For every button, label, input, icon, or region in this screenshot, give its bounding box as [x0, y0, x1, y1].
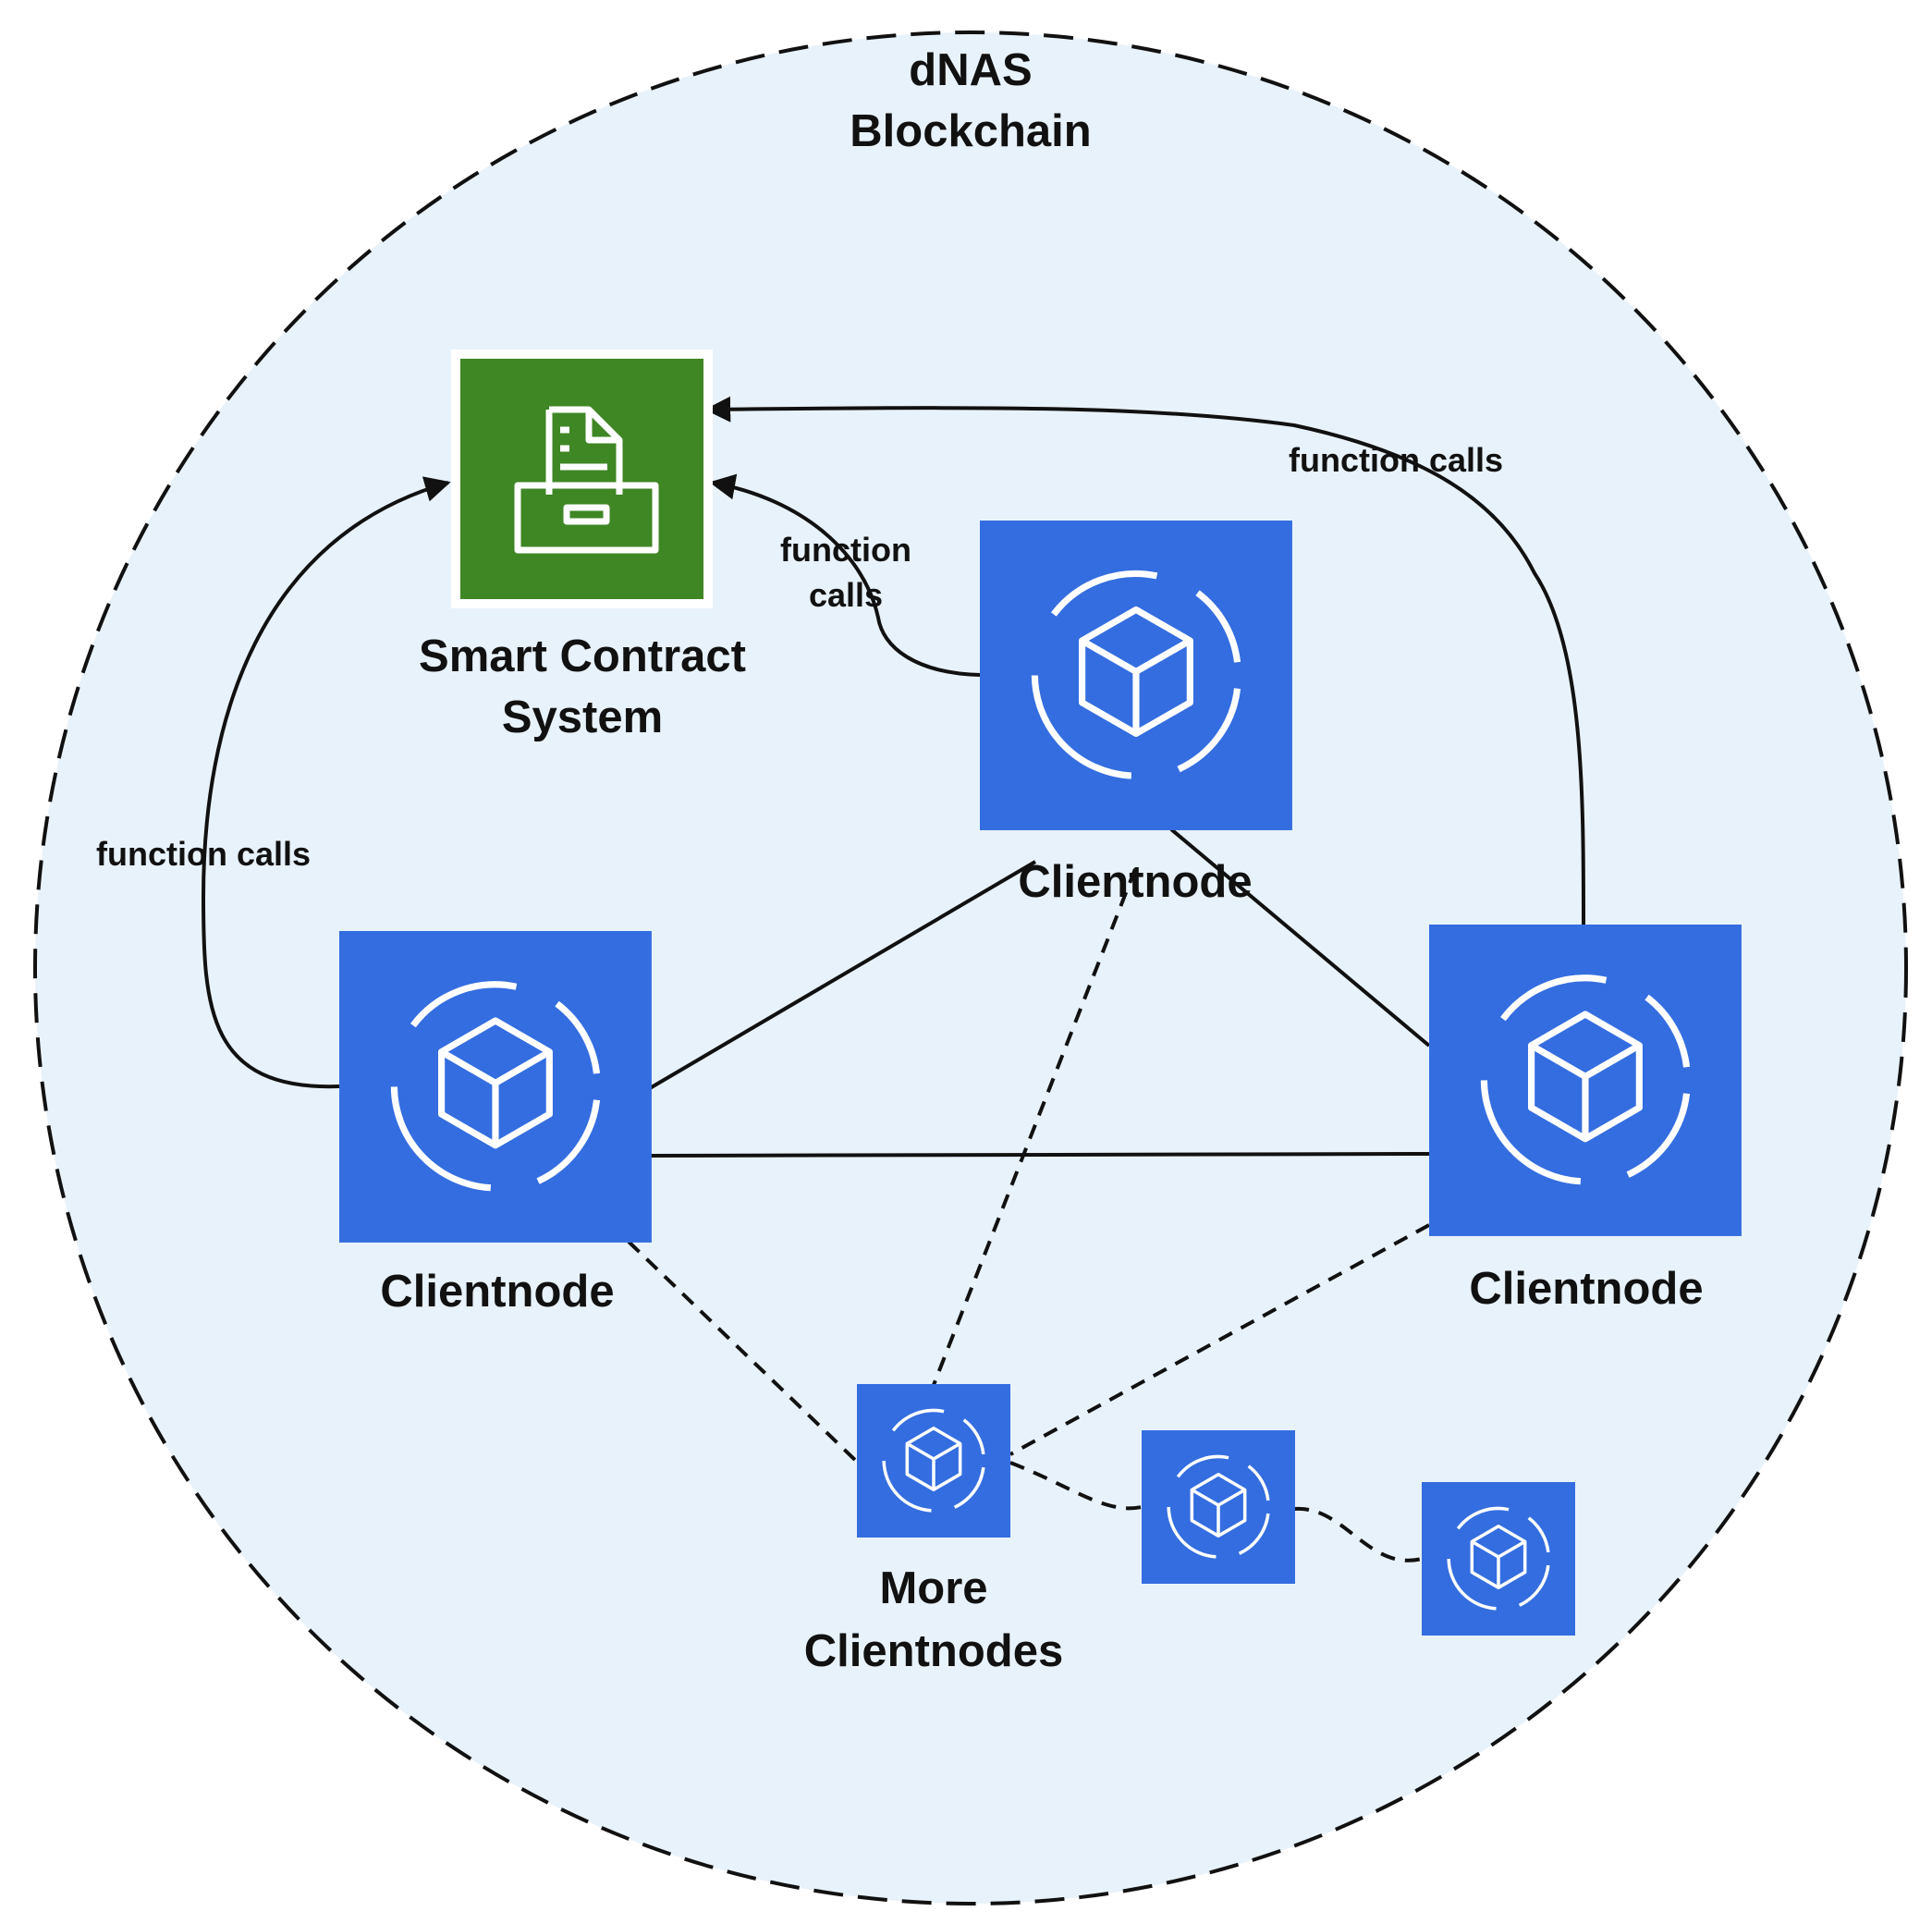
smart-contract-node: [451, 349, 713, 608]
clientnode-left-label: Clientnode: [380, 1267, 614, 1317]
function-calls-right-label: function calls: [1289, 441, 1503, 479]
dashed-more-small1: [1009, 1461, 1143, 1511]
function-calls-top-label-line1: function: [780, 531, 911, 569]
clientnode-top-icon: [980, 521, 1292, 830]
arrow-right-to-contract: [704, 396, 1585, 925]
clientnode-right-icon: [1429, 925, 1742, 1236]
smart-contract-label-line2: System: [502, 692, 663, 742]
link-left-right: [649, 1152, 1430, 1158]
clientnode-left-icon: [339, 931, 652, 1243]
arrow-top-to-contract: [709, 473, 981, 677]
clientnode-right-label: Clientnode: [1469, 1264, 1703, 1314]
small-clientnode-icon-2: [1420, 1480, 1577, 1637]
arrow-left-to-contract: [201, 476, 451, 1089]
dashed-top-more: [932, 868, 1137, 1386]
dashed-left-more: [627, 1240, 859, 1464]
document-drawer-icon: [514, 406, 659, 554]
link-top-right: [1169, 827, 1431, 1048]
dashed-right-more: [1009, 1223, 1430, 1456]
small-clientnode-icon-1: [1140, 1428, 1297, 1586]
function-call-arrows: [201, 396, 1585, 1089]
blockchain-title-line1: dNAS: [909, 45, 1032, 95]
dashed-links: [627, 868, 1430, 1562]
more-clientnode-icon: [855, 1382, 1012, 1539]
more-clientnodes-label-line1: More: [879, 1563, 987, 1613]
smart-contract-label-line1: Smart Contract: [419, 631, 746, 681]
function-calls-top-label-line2: calls: [809, 576, 883, 614]
more-clientnodes-label-line2: Clientnodes: [804, 1626, 1063, 1676]
function-calls-left-label: function calls: [96, 835, 311, 873]
link-left-top: [648, 860, 1037, 1090]
clientnode-top-label: Clientnode: [1018, 857, 1252, 907]
peer-links: [648, 827, 1431, 1158]
blockchain-title-line2: Blockchain: [850, 106, 1091, 156]
smart-contract-box: [451, 349, 713, 608]
